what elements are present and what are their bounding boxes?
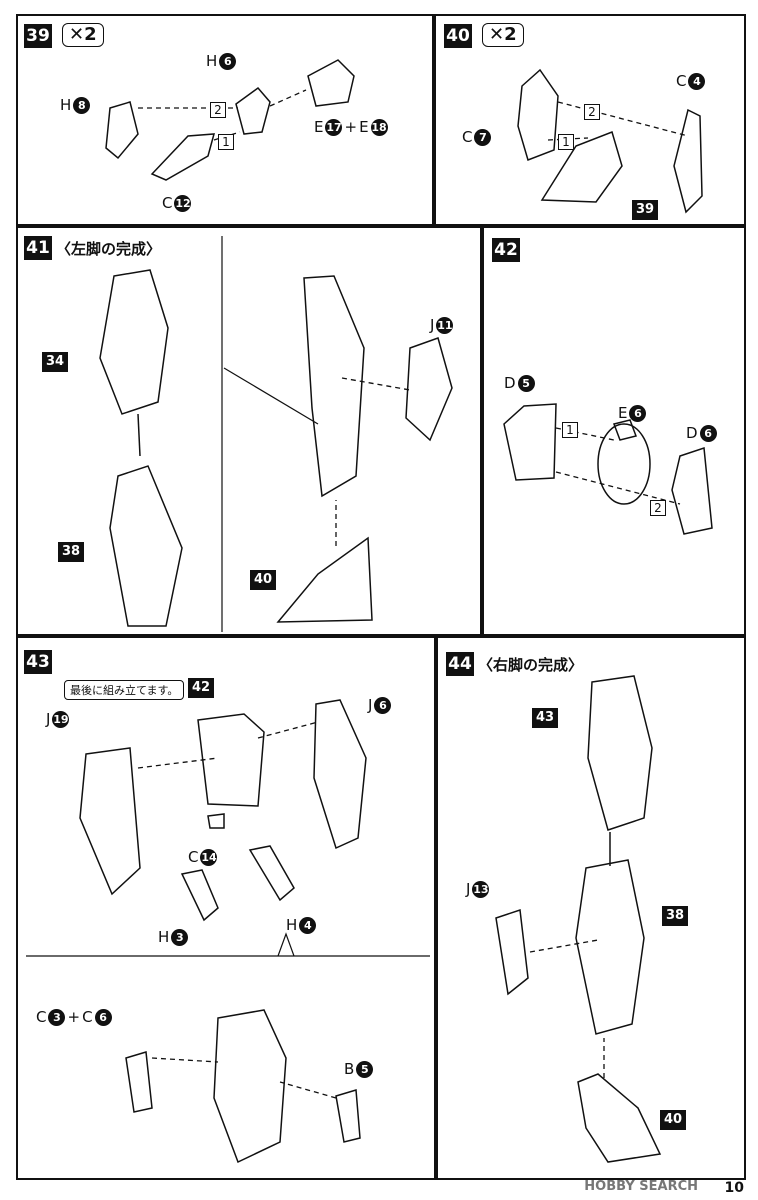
watermark: HOBBY SEARCH	[584, 1179, 698, 1194]
ref-step-38: 38	[662, 906, 688, 926]
step-number: 40	[444, 24, 472, 48]
multiplier-badge: ✕2	[62, 23, 104, 47]
step-43-drawing	[26, 699, 430, 1164]
sequence-1: 1	[558, 134, 574, 150]
step-41-drawing	[99, 236, 453, 632]
sequence-2: 2	[210, 102, 226, 118]
step-title: 〈左脚の完成〉	[56, 240, 162, 258]
step-number: 41	[24, 236, 52, 260]
ref-step-34: 34	[42, 352, 68, 372]
step-number: 43	[24, 650, 52, 674]
multiplier-badge: ✕2	[482, 23, 524, 47]
sequence-1: 1	[218, 134, 234, 150]
ref-step-39: 39	[632, 200, 658, 220]
assembly-note: 最後に組み立てます。	[64, 680, 185, 700]
sequence-1: 1	[562, 422, 578, 438]
sequence-2: 2	[584, 104, 600, 120]
step-40-drawing	[517, 68, 703, 214]
ref-step-40: 40	[250, 570, 276, 590]
step-42-drawing	[503, 403, 713, 535]
ref-step-38: 38	[58, 542, 84, 562]
step-title: 〈右脚の完成〉	[478, 656, 584, 674]
step-number: 44	[446, 652, 474, 676]
ref-step-43: 43	[532, 708, 558, 728]
sequence-2: 2	[650, 500, 666, 516]
ref-step-42: 42	[188, 678, 214, 698]
step-number: 42	[492, 238, 520, 262]
step-number: 39	[24, 24, 52, 48]
ref-step-40: 40	[660, 1110, 686, 1130]
step-44-drawing	[495, 675, 662, 1163]
page-number: 10	[724, 1180, 744, 1196]
